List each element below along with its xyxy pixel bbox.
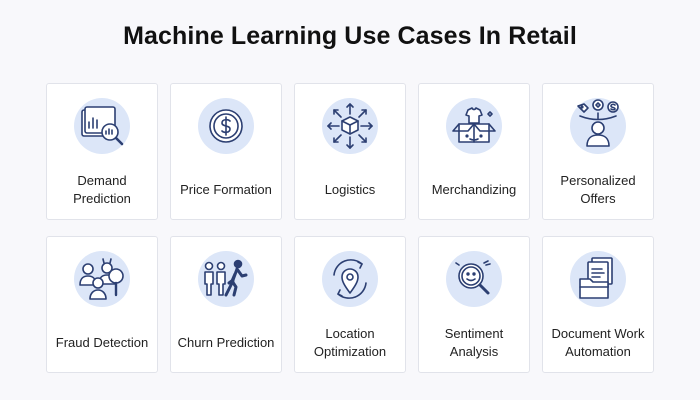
card-logistics: Logistics (294, 83, 406, 220)
card-label: Document Work Automation (551, 326, 645, 359)
card-label: Demand Prediction (73, 173, 131, 206)
document-work-automation-icon (568, 249, 628, 309)
page-title: Machine Learning Use Cases In Retail (123, 22, 577, 50)
card-label: Churn Prediction (177, 335, 275, 350)
card-label: Logistics (324, 182, 376, 197)
logistics-icon (320, 96, 380, 156)
card-price-formation: Price Formation (170, 83, 282, 220)
price-formation-icon (196, 96, 256, 156)
card-label: Sentiment Analysis (444, 326, 504, 359)
personalized-offers-icon (568, 96, 628, 156)
location-optimization-icon (320, 249, 380, 309)
merchandizing-icon (444, 96, 504, 156)
card-document-work-automation: Document Work Automation (542, 236, 654, 373)
use-case-grid: Demand Prediction Price Formation (46, 83, 654, 373)
card-sentiment-analysis: Sentiment Analysis (418, 236, 530, 373)
card-fraud-detection: Fraud Detection (46, 236, 158, 373)
card-demand-prediction: Demand Prediction (46, 83, 158, 220)
card-label: Personalized Offers (560, 173, 636, 206)
churn-prediction-icon (196, 249, 256, 309)
card-merchandizing: Merchandizing (418, 83, 530, 220)
demand-prediction-icon (72, 96, 132, 156)
card-label: Location Optimization (313, 326, 387, 359)
card-location-optimization: Location Optimization (294, 236, 406, 373)
card-label: Merchandizing (431, 182, 517, 197)
card-label: Fraud Detection (55, 335, 149, 350)
fraud-detection-icon (72, 249, 132, 309)
card-personalized-offers: Personalized Offers (542, 83, 654, 220)
sentiment-analysis-icon (444, 249, 504, 309)
card-label: Price Formation (180, 182, 272, 197)
card-churn-prediction: Churn Prediction (170, 236, 282, 373)
